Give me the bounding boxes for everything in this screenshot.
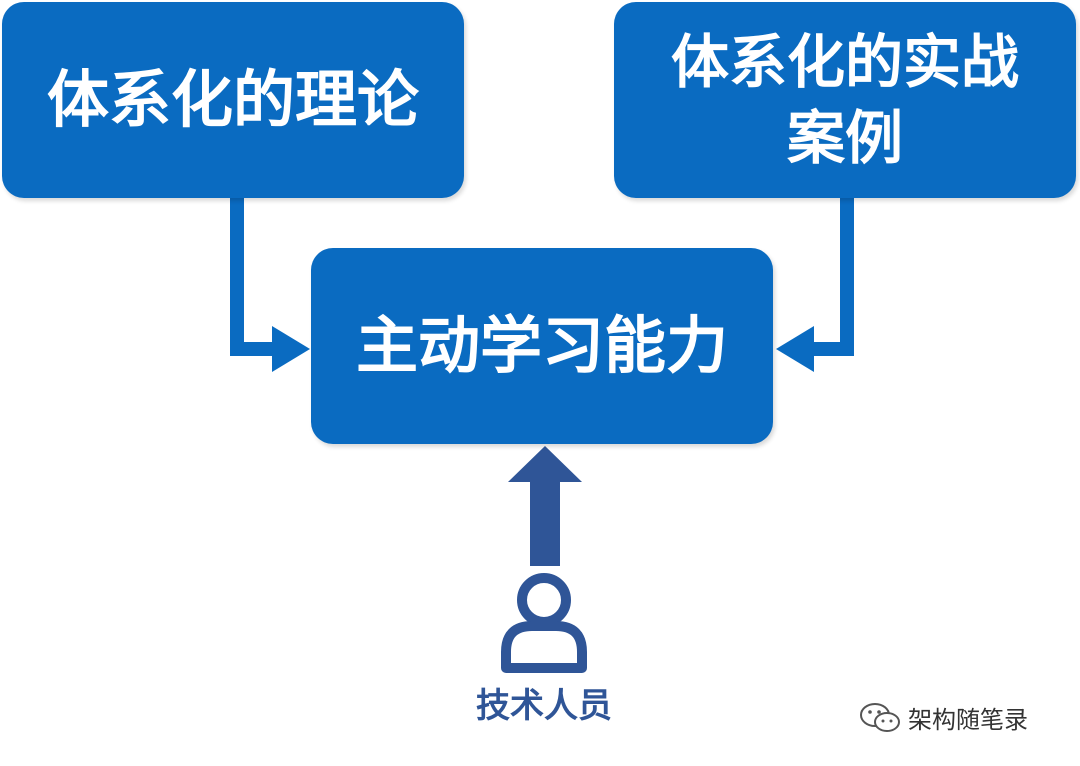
node-practical-cases-label-line1: 体系化的实战 [670,28,1019,96]
watermark-text: 架构随笔录 [908,706,1028,734]
arrow-cases-to-center [776,196,854,372]
person-icon [501,573,587,673]
arrow-theory-to-center [230,196,310,372]
arrow-person-to-center [508,446,582,566]
node-practical-cases-label-line2: 案例 [786,104,903,172]
node-practical-cases: 体系化的实战 案例 [614,2,1076,198]
watermark: 架构随笔录 [858,700,1028,735]
person-label: 技术人员 [476,686,612,726]
wechat-icon [860,702,900,732]
node-systematic-theory: 体系化的理论 [2,2,464,198]
node-active-learning: 主动学习能力 [311,248,773,444]
node-systematic-theory-label: 体系化的理论 [46,63,419,136]
node-active-learning-label: 主动学习能力 [355,309,728,382]
